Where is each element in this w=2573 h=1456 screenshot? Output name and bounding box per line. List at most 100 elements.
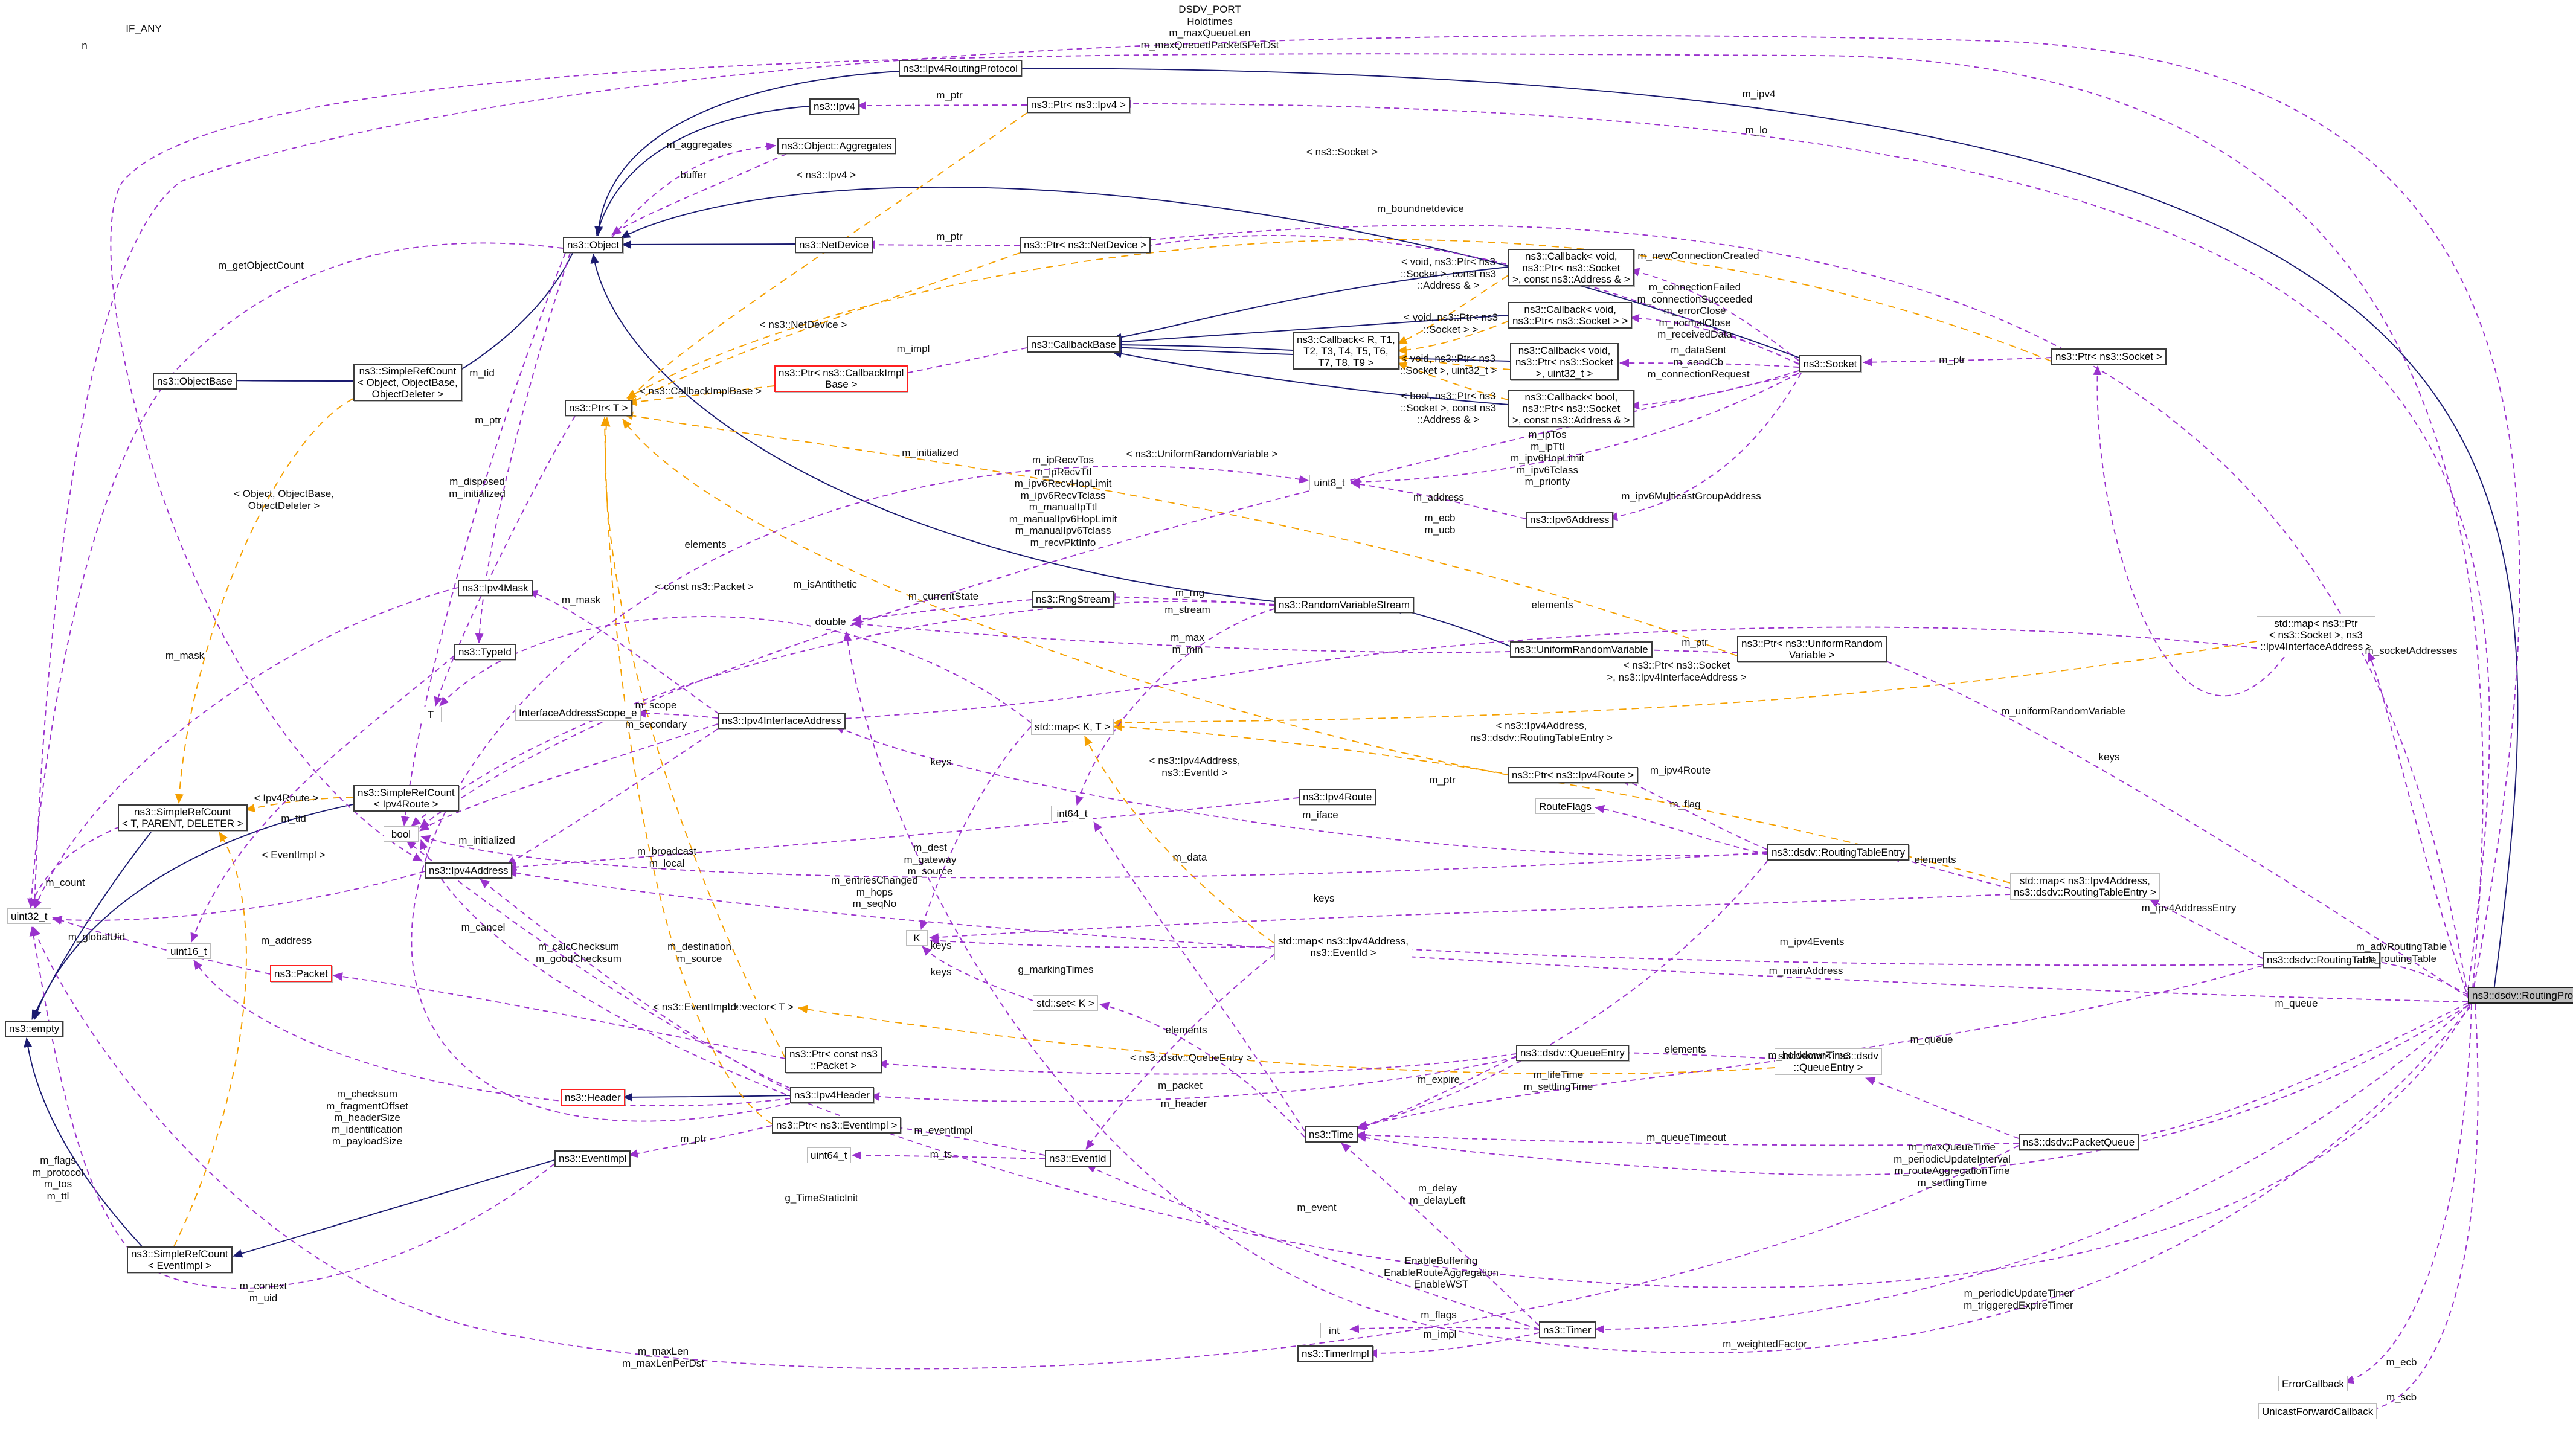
class-node-random-variable-stream[interactable]: ns3::RandomVariableStream bbox=[1274, 597, 1415, 613]
member-edge bbox=[419, 723, 718, 832]
class-node-label: ns3::EventId bbox=[1049, 1152, 1107, 1164]
member-edge bbox=[1358, 965, 2263, 1129]
class-node-ptr-ipv4route[interactable]: ns3::Ptr< ns3::Ipv4Route > bbox=[1508, 767, 1639, 783]
class-node-eventimpl[interactable]: ns3::EventImpl bbox=[554, 1150, 631, 1167]
edges bbox=[24, 35, 2520, 1415]
class-node-ptr-const-packet[interactable]: ns3::Ptr< const ns3::Packet > bbox=[785, 1047, 882, 1073]
class-node-simplerefcount-eventimpl[interactable]: ns3::SimpleRefCount< EventImpl > bbox=[127, 1246, 233, 1273]
class-node-simplerefcount-object[interactable]: ns3::SimpleRefCount< Object, ObjectBase,… bbox=[353, 364, 462, 401]
class-node-object-base[interactable]: ns3::ObjectBase bbox=[153, 373, 237, 390]
class-node-callback-generic[interactable]: ns3::Callback< R, T1,T2, T3, T4, T5, T6,… bbox=[1293, 332, 1399, 370]
class-node-empty[interactable]: ns3::empty bbox=[5, 1021, 64, 1037]
class-node-ipv4-address[interactable]: ns3::Ipv4Address bbox=[425, 862, 513, 879]
class-node-ipv4[interactable]: ns3::Ipv4 bbox=[809, 98, 859, 115]
class-node-callback-bool-socket-address[interactable]: ns3::Callback< bool,ns3::Ptr< ns3::Socke… bbox=[1508, 390, 1634, 427]
class-node-simplerefcount-tpd[interactable]: ns3::SimpleRefCount< T, PARENT, DELETER … bbox=[118, 804, 248, 831]
class-node-ptr-eventimpl[interactable]: ns3::Ptr< ns3::EventImpl > bbox=[772, 1117, 902, 1134]
class-node-ipv4-routing-protocol[interactable]: ns3::Ipv4RoutingProtocol bbox=[899, 60, 1022, 77]
class-node-label: ns3::dsdv::RoutingTableEntry > bbox=[2014, 887, 2156, 898]
class-node-routing-table-entry[interactable]: ns3::dsdv::RoutingTableEntry bbox=[1767, 844, 1910, 861]
class-node-ipv4route[interactable]: ns3::Ipv4Route bbox=[1299, 789, 1376, 805]
class-node-uint64-t[interactable]: uint64_t bbox=[807, 1147, 851, 1163]
edge-label-line: m_periodicUpdateInterval bbox=[1894, 1153, 2011, 1165]
class-node-unicast-forward-callback[interactable]: UnicastForwardCallback bbox=[2258, 1403, 2377, 1419]
class-node-int[interactable]: int bbox=[1320, 1323, 1348, 1338]
edge-label-line: n bbox=[82, 40, 88, 51]
class-node-map-ipv4address-eventid[interactable]: std::map< ns3::Ipv4Address,ns3::EventId … bbox=[1274, 934, 1412, 960]
class-node-ptr-netdevice[interactable]: ns3::Ptr< ns3::NetDevice > bbox=[1020, 237, 1151, 253]
class-node-ipv4mask[interactable]: ns3::Ipv4Mask bbox=[458, 580, 533, 596]
class-node-ipv6-address[interactable]: ns3::Ipv6Address bbox=[1526, 512, 1614, 528]
class-node-routeflags[interactable]: RouteFlags bbox=[1535, 798, 1595, 814]
class-node-ptr-t[interactable]: ns3::Ptr< T > bbox=[565, 400, 632, 416]
class-node-timer[interactable]: ns3::Timer bbox=[1539, 1321, 1596, 1338]
class-node-vector-t[interactable]: std::vector< T > bbox=[719, 999, 797, 1015]
class-node-time[interactable]: ns3::Time bbox=[1305, 1126, 1358, 1143]
class-node-callback-void-socket-uint32[interactable]: ns3::Callback< void,ns3::Ptr< ns3::Socke… bbox=[1510, 343, 1619, 380]
member-edge bbox=[434, 415, 576, 707]
class-node-t[interactable]: T bbox=[420, 707, 442, 722]
class-node-uint32-t[interactable]: uint32_t bbox=[7, 908, 51, 924]
class-node-map-ipv4address-rte[interactable]: std::map< ns3::Ipv4Address,ns3::dsdv::Ro… bbox=[2010, 873, 2160, 900]
class-node-int64-t[interactable]: int64_t bbox=[1051, 806, 1093, 821]
class-node-k[interactable]: K bbox=[906, 930, 928, 946]
member-edge bbox=[27, 242, 564, 908]
member-edge bbox=[1861, 651, 2469, 998]
edge-label-line: m_eventImpl bbox=[914, 1124, 973, 1136]
class-node-uint16-t[interactable]: uint16_t bbox=[167, 943, 211, 959]
class-node-vector-queueentry[interactable]: std::vector< ns3::dsdv::QueueEntry > bbox=[1775, 1048, 1882, 1075]
member-edge bbox=[411, 466, 1309, 1122]
class-node-uniform-random-variable[interactable]: ns3::UniformRandomVariable bbox=[1510, 641, 1653, 658]
class-node-timerimpl[interactable]: ns3::TimerImpl bbox=[1297, 1345, 1373, 1362]
edge-label: < ns3::Ipv4Address,ns3::EventId > bbox=[1149, 755, 1241, 778]
class-node-socket[interactable]: ns3::Socket bbox=[1799, 355, 1861, 372]
class-node-callback-base[interactable]: ns3::CallbackBase bbox=[1027, 336, 1120, 353]
class-node-map-socket-ifaceaddress[interactable]: std::map< ns3::Ptr< ns3::Socket >, ns3::… bbox=[2257, 616, 2375, 653]
class-node-ptr-socket[interactable]: ns3::Ptr< ns3::Socket > bbox=[2051, 348, 2167, 365]
edge-label: m_ts bbox=[930, 1149, 952, 1161]
class-node-ipv4-interface-address[interactable]: ns3::Ipv4InterfaceAddress bbox=[718, 713, 846, 729]
edge-label-line: m_ipv4Events bbox=[1779, 936, 1845, 948]
class-node-label: ns3::TypeId bbox=[458, 646, 512, 658]
class-node-packet[interactable]: ns3::Packet bbox=[270, 965, 332, 982]
class-node-header[interactable]: ns3::Header bbox=[561, 1089, 625, 1106]
class-node-label: ns3::dsdv::RoutingProtocol bbox=[2472, 989, 2573, 1001]
class-node-routing-table[interactable]: ns3::dsdv::RoutingTable bbox=[2263, 952, 2381, 968]
edge-label-line: < ns3::NetDevice > bbox=[759, 319, 847, 330]
member-edge bbox=[528, 590, 719, 714]
edge-label-line: m_dataSent bbox=[1671, 344, 1726, 356]
member-edge bbox=[193, 960, 791, 1106]
edge-label-line: m_mainAddress bbox=[1768, 965, 1843, 977]
class-node-object-aggregates[interactable]: ns3::Object::Aggregates bbox=[777, 138, 896, 154]
edge-label: m_ptr bbox=[1682, 637, 1707, 649]
edge-label: elements bbox=[1532, 599, 1573, 611]
edge-label-line: < ns3::dsdv::QueueEntry > bbox=[1129, 1052, 1253, 1063]
class-node-interface-address-scope-e[interactable]: InterfaceAddressScope_e bbox=[515, 705, 641, 721]
class-node-routing-protocol[interactable]: ns3::dsdv::RoutingProtocol bbox=[2468, 987, 2573, 1004]
class-node-uint8-t[interactable]: uint8_t bbox=[1309, 475, 1349, 490]
edge-label: < ns3::Ipv4Address,ns3::dsdv::RoutingTab… bbox=[1470, 720, 1613, 743]
class-node-queue-entry[interactable]: ns3::dsdv::QueueEntry bbox=[1516, 1045, 1629, 1061]
class-node-object[interactable]: ns3::Object bbox=[563, 237, 623, 253]
class-node-bool[interactable]: bool bbox=[384, 826, 419, 842]
class-node-double[interactable]: double bbox=[811, 614, 850, 629]
class-node-callback-void-socket[interactable]: ns3::Callback< void,ns3::Ptr< ns3::Socke… bbox=[1508, 302, 1633, 329]
class-node-map-k-t[interactable]: std::map< K, T > bbox=[1031, 719, 1114, 735]
class-node-packet-queue[interactable]: ns3::dsdv::PacketQueue bbox=[2019, 1134, 2139, 1150]
class-node-netdevice[interactable]: ns3::NetDevice bbox=[795, 237, 873, 253]
class-node-callback-void-socket-address[interactable]: ns3::Callback< void,ns3::Ptr< ns3::Socke… bbox=[1508, 249, 1634, 286]
class-node-ipv4header[interactable]: ns3::Ipv4Header bbox=[790, 1087, 874, 1103]
class-node-simplerefcount-ipv4route[interactable]: ns3::SimpleRefCount< Ipv4Route > bbox=[353, 785, 459, 812]
class-node-error-callback[interactable]: ErrorCallback bbox=[2278, 1376, 2348, 1391]
class-node-ptr-ipv4[interactable]: ns3::Ptr< ns3::Ipv4 > bbox=[1027, 97, 1130, 113]
class-node-eventid[interactable]: ns3::EventId bbox=[1045, 1150, 1111, 1167]
member-edge bbox=[929, 894, 2011, 942]
class-node-rngstream[interactable]: ns3::RngStream bbox=[1032, 591, 1114, 608]
class-node-set-k[interactable]: std::set< K > bbox=[1033, 995, 1098, 1011]
class-node-typeid[interactable]: ns3::TypeId bbox=[454, 644, 516, 660]
